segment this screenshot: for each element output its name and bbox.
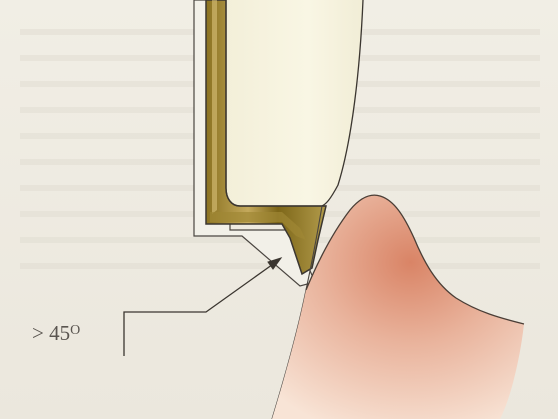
angle-unit: O <box>70 323 80 338</box>
angle-value: > 45 <box>32 321 70 345</box>
angle-label: > 45O <box>32 323 80 344</box>
crown-metal-highlight <box>212 0 217 214</box>
